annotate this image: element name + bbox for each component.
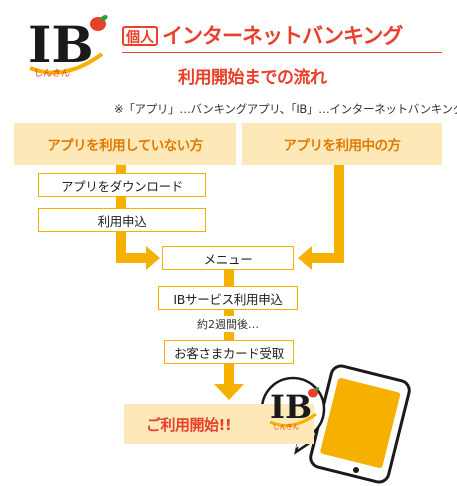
bubble-ib-logo: IB しんきん: [266, 384, 322, 434]
smartphone-icon: [309, 364, 411, 484]
personal-badge: 個人: [122, 26, 158, 46]
arrow-left-to-menu: [116, 232, 160, 270]
ib-shinkin-logo: IB しんきん: [24, 10, 110, 84]
step-ib-service-apply: IBサービス利用申込: [158, 286, 298, 310]
header-divider: [122, 52, 442, 53]
step-receive-card: お客さまカード受取: [164, 340, 294, 364]
category-no-app-users: アプリを利用していない方: [14, 123, 236, 165]
page-subtitle: 利用開始までの流れ: [178, 68, 327, 88]
logo-letters: IB: [28, 15, 94, 74]
step-download-app: アプリをダウンロード: [38, 173, 206, 197]
bubble-logo-caption: しんきん: [273, 423, 300, 431]
connector-menu-to-ibservice: [224, 270, 234, 286]
step-apply: 利用申込: [38, 208, 206, 232]
arrow-card-to-start: [214, 364, 244, 400]
step-menu: メニュー: [162, 246, 294, 270]
bubble-logo-letters: IB: [270, 388, 312, 426]
abbreviation-note: ※「アプリ」…バンキングアプリ、「IB」…インターネットバンキング: [114, 102, 457, 116]
connector-download-to-apply: [116, 197, 126, 208]
page-title: インターネットバンキング: [162, 24, 403, 48]
wait-note: 約2週間後…: [194, 316, 262, 332]
arrow-right-to-menu: [298, 165, 344, 270]
category-app-users: アプリを利用中の方: [242, 123, 442, 165]
connector-cat-to-download: [116, 165, 126, 173]
logo-caption: しんきん: [34, 68, 70, 79]
